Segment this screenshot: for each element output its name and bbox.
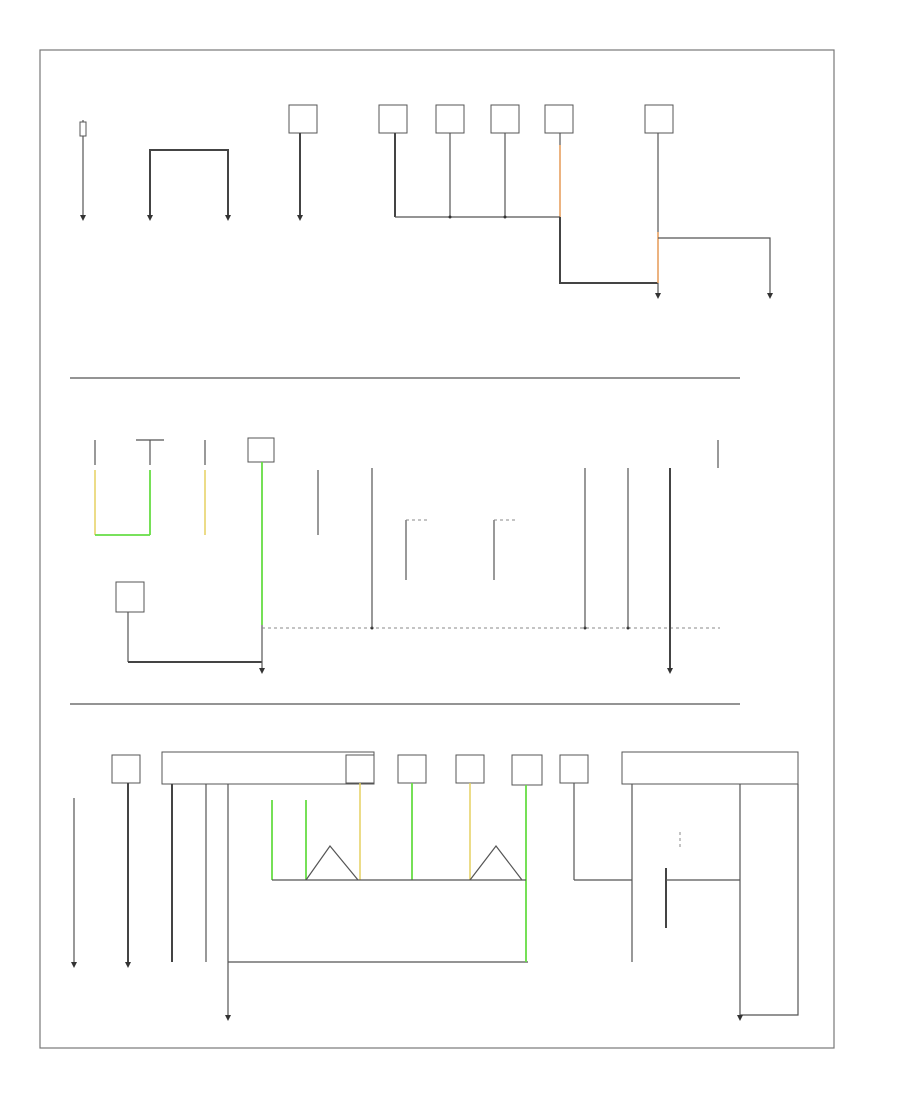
ground-symbol	[297, 215, 303, 221]
sensor-component	[544, 104, 574, 134]
ground-symbol	[225, 215, 231, 221]
switch-component	[247, 437, 275, 463]
sensor-component	[397, 754, 427, 784]
ground-symbol	[767, 293, 773, 299]
ground-symbol	[667, 668, 673, 674]
bottom-section	[71, 751, 799, 1021]
fuse-component	[79, 121, 87, 137]
ground-symbol	[225, 1015, 231, 1021]
control-module-wide	[161, 751, 375, 785]
sensor-component	[111, 754, 141, 784]
ground-symbol	[125, 962, 131, 968]
ground-symbol	[80, 215, 86, 221]
sensor-component	[644, 104, 674, 134]
sensor-component	[559, 754, 589, 784]
module-component	[288, 104, 318, 134]
diagram-frame	[39, 49, 835, 1049]
control-module	[115, 581, 145, 613]
sensor-component	[435, 104, 465, 134]
ground-symbol	[737, 1015, 743, 1021]
sensor-component	[455, 754, 485, 784]
ground-symbol	[147, 215, 153, 221]
sensor-component	[490, 104, 520, 134]
sensor-component	[511, 754, 543, 786]
ground-symbol	[655, 293, 661, 299]
ground-symbol	[71, 962, 77, 968]
top-section	[79, 104, 773, 299]
sensor-component	[378, 104, 408, 134]
sensor-component	[345, 754, 375, 784]
control-module-wide	[621, 751, 799, 785]
middle-section	[94, 437, 720, 674]
ground-symbol	[259, 668, 265, 674]
